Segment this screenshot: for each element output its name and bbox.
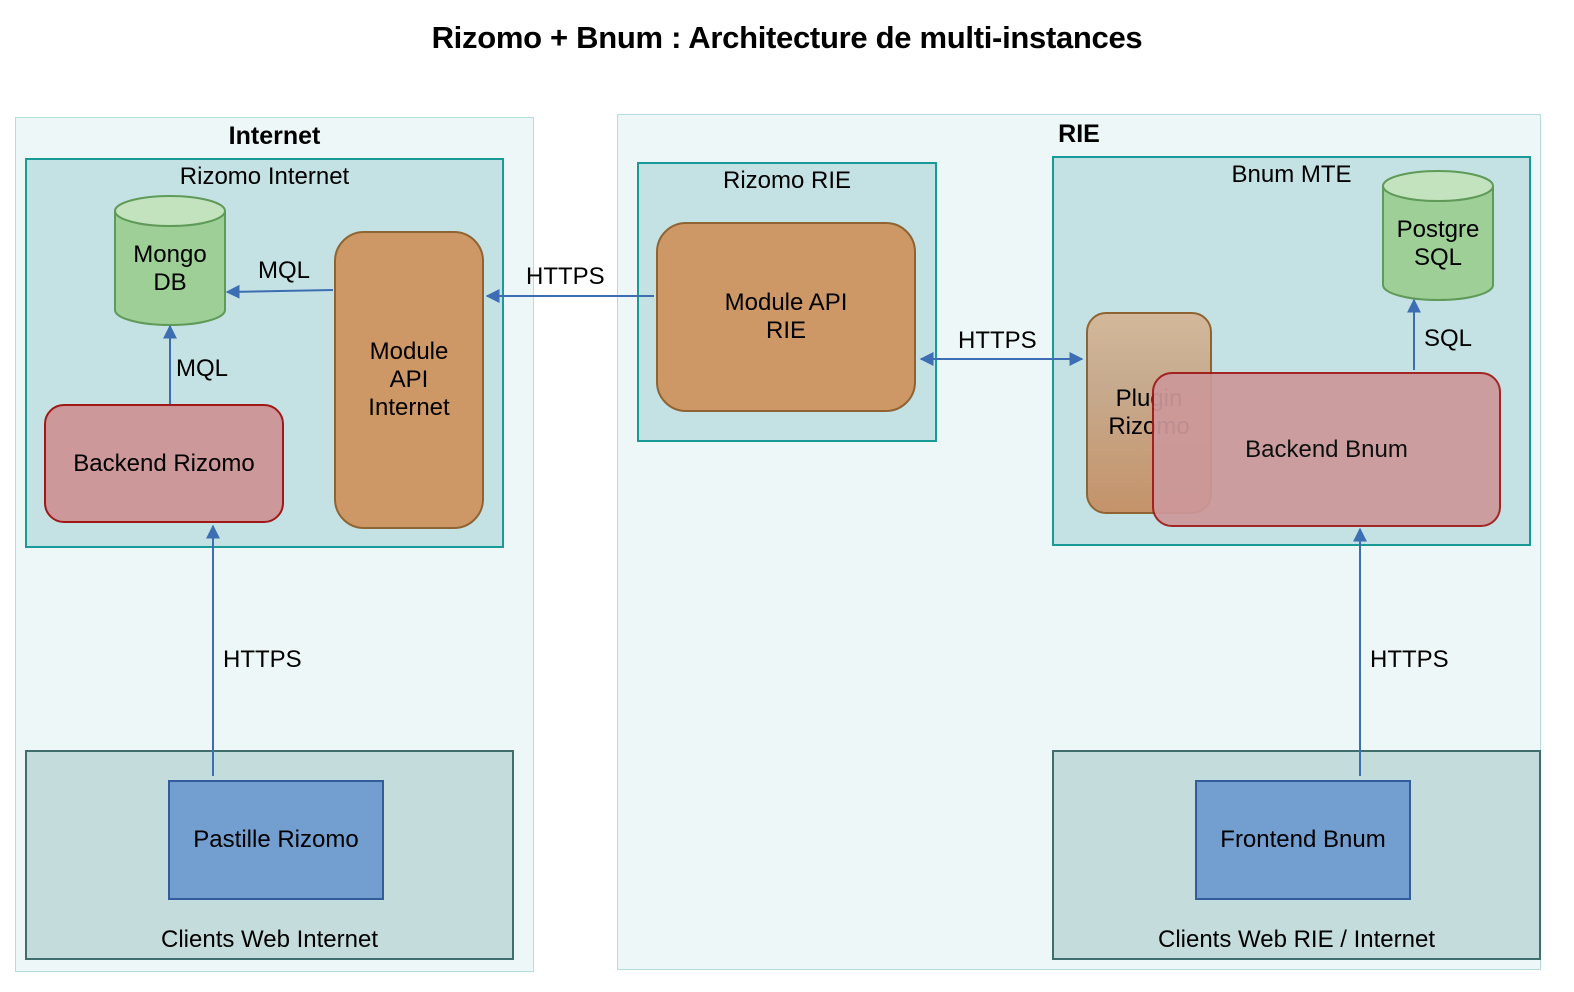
edge-label-bnum-postgres: SQL [1424, 325, 1473, 352]
group-bnum-mte-label: Bnum MTE [1231, 161, 1352, 188]
edge-label-rie-internet: HTTPS [526, 263, 605, 290]
postgresql-label-line1: Postgre [1397, 216, 1480, 243]
edge-label-frontend-bnum: HTTPS [1370, 646, 1449, 673]
edge-module-to-mongo [225, 284, 334, 299]
group-clients-internet-label: Clients Web Internet [161, 926, 378, 953]
backend-bnum-label: Backend Bnum [1245, 435, 1408, 463]
pastille-rizomo-node[interactable]: Pastille Rizomo [168, 780, 384, 900]
mongodb-label-line1: Mongo [133, 241, 206, 268]
edge-label-pastille-backend: HTTPS [223, 646, 302, 673]
edge-label-module-mongo: MQL [258, 257, 311, 284]
frontend-bnum-node[interactable]: Frontend Bnum [1195, 780, 1411, 900]
edge-label-backend-mongo: MQL [176, 355, 229, 382]
module-api-internet-node[interactable]: Module API Internet [334, 231, 484, 529]
group-rizomo-internet-label: Rizomo Internet [179, 163, 350, 190]
edge-label-module-plugin: HTTPS [958, 327, 1037, 354]
module-api-rie-node[interactable]: Module API RIE [656, 222, 916, 412]
mongodb-label-line2: DB [153, 269, 186, 296]
postgresql-label-line2: SQL [1414, 244, 1462, 271]
diagram-title: Rizomo + Bnum : Architecture de multi-in… [431, 20, 1143, 55]
zone-internet-label: Internet [228, 122, 321, 150]
backend-rizomo-node[interactable]: Backend Rizomo [44, 404, 284, 523]
group-rizomo-rie-label: Rizomo RIE [722, 167, 852, 194]
zone-rie-label: RIE [1058, 120, 1100, 148]
backend-bnum-node[interactable]: Backend Bnum [1152, 372, 1501, 527]
group-clients-rie-label: Clients Web RIE / Internet [1157, 926, 1435, 953]
